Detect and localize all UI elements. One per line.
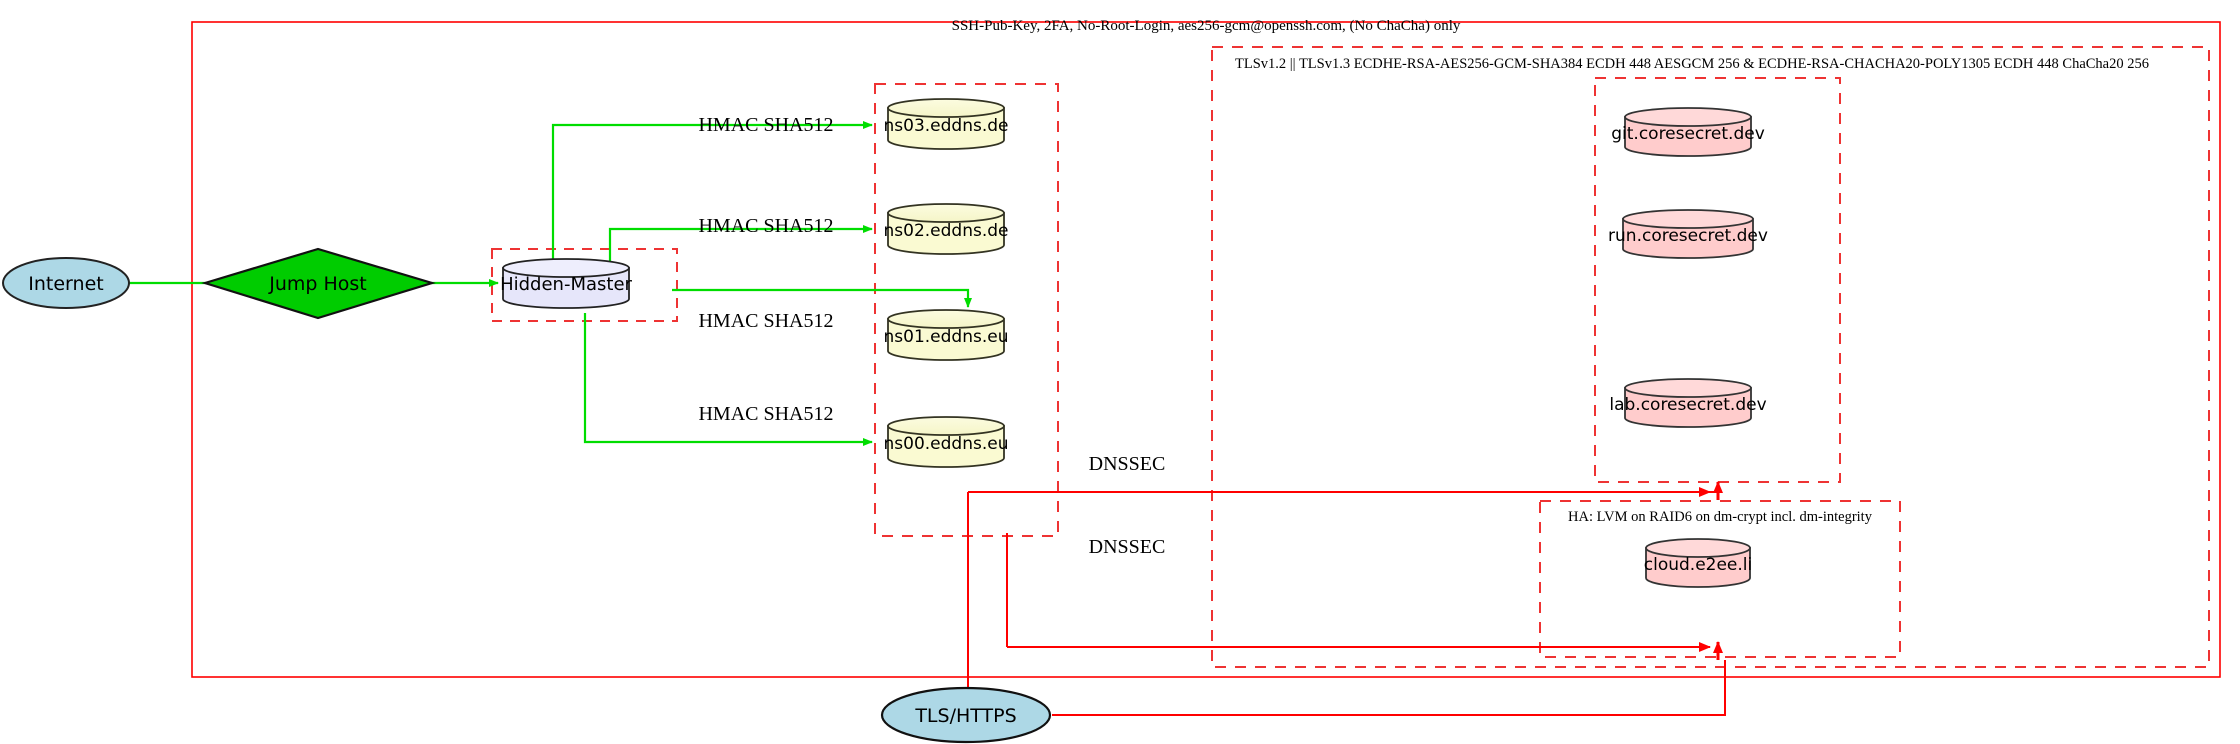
node-ns01[interactable]: ns01.eddns.eu — [884, 309, 1009, 361]
cluster-coresecret — [1594, 77, 1841, 483]
edge-label-hmac-ns01: HMAC SHA512 — [698, 310, 833, 332]
node-lab-coresecret-label: lab.coresecret.dev — [1609, 395, 1766, 415]
cluster-ha-storage-label: HA: LVM on RAID6 on dm-crypt incl. dm-in… — [1568, 509, 1873, 525]
node-run-coresecret-label: run.coresecret.dev — [1608, 226, 1768, 246]
node-lab-coresecret[interactable]: lab.coresecret.dev — [1609, 378, 1767, 428]
node-ns02-label: ns02.eddns.de — [884, 221, 1009, 241]
node-tls-https[interactable]: TLS/HTTPS — [880, 686, 1052, 744]
node-ns00-label: ns00.eddns.eu — [884, 434, 1009, 454]
edge-hiddenmaster-ns03 — [551, 121, 873, 264]
edge-hiddenmaster-ns01 — [672, 288, 972, 308]
node-git-coresecret-label: git.coresecret.dev — [1611, 124, 1765, 144]
node-ns00[interactable]: ns00.eddns.eu — [884, 416, 1009, 468]
edge-label-dnssec-lower: DNSSEC — [1089, 536, 1166, 558]
edge-hiddenmaster-ns00 — [583, 313, 873, 446]
node-jump-host[interactable]: Jump Host — [201, 247, 436, 320]
node-hidden-master-label: Hidden-Master — [500, 274, 632, 295]
cluster-outer-ssh-label: SSH-Pub-Key, 2FA, No-Root-Login, aes256-… — [952, 18, 1461, 34]
cluster-tls-suite — [1211, 46, 2210, 668]
node-ns03[interactable]: ns03.eddns.de — [884, 98, 1009, 150]
node-internet-label: Internet — [28, 273, 103, 295]
node-tls-https-label: TLS/HTTPS — [914, 705, 1016, 727]
edge-hiddenmaster-ns02 — [608, 225, 873, 264]
node-cloud-e2ee-label: cloud.e2ee.li — [1644, 555, 1752, 575]
cluster-tls-suite-label: TLSv1.2 || TLSv1.3 ECDHE-RSA-AES256-GCM-… — [1235, 56, 2149, 72]
node-jump-host-label: Jump Host — [268, 273, 367, 295]
edge-label-hmac-ns02: HMAC SHA512 — [698, 215, 833, 237]
node-ns03-label: ns03.eddns.de — [884, 116, 1009, 136]
node-hidden-master[interactable]: Hidden-Master — [500, 258, 633, 309]
node-ns02[interactable]: ns02.eddns.de — [884, 203, 1009, 255]
edge-label-hmac-ns00: HMAC SHA512 — [698, 403, 833, 425]
node-ns01-label: ns01.eddns.eu — [884, 327, 1009, 347]
node-git-coresecret[interactable]: git.coresecret.dev — [1611, 107, 1765, 157]
cluster-ha-storage — [1539, 500, 1901, 658]
edge-label-dnssec-upper: DNSSEC — [1089, 453, 1166, 475]
edge-label-hmac-ns03: HMAC SHA512 — [698, 114, 833, 136]
node-run-coresecret[interactable]: run.coresecret.dev — [1608, 209, 1768, 259]
cluster-outer-ssh — [191, 21, 2221, 678]
cluster-dns-servers — [874, 83, 1059, 537]
node-internet[interactable]: Internet — [2, 257, 130, 309]
edge-tlshttps-cluster — [1052, 660, 1726, 716]
node-cloud-e2ee[interactable]: cloud.e2ee.li — [1644, 538, 1752, 588]
